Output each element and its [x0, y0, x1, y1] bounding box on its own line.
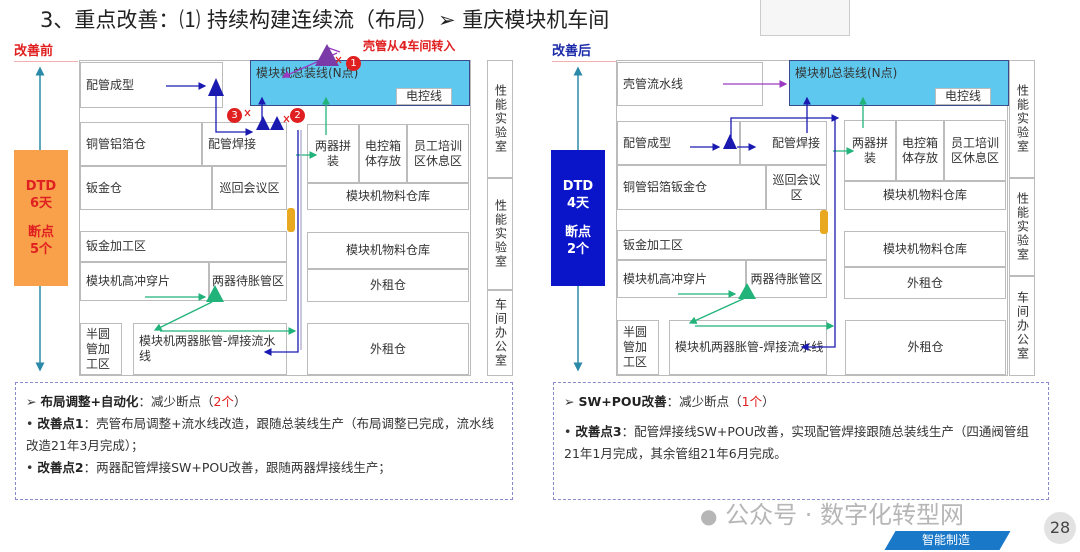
- note-breakpoint-count: 2个: [213, 394, 234, 409]
- transfer-note: 壳管从4车间转入: [363, 39, 456, 53]
- presenter-illustration: [760, 0, 850, 36]
- area-lab-2: 性能实验室: [487, 178, 513, 290]
- marker-3: 3: [227, 108, 242, 123]
- area-cu-sheet-store: 铜管铝箔钣金仓: [617, 165, 766, 210]
- area-sheet-processing: 钣金加工区: [617, 230, 827, 260]
- area-expand-line: 模块机两器胀管-焊接流水线: [669, 320, 827, 375]
- after-label: 改善后: [552, 40, 616, 62]
- note-point-2: • 改善点2：两器配管焊接SW+POU改善，跟随两器焊接线生产；: [26, 460, 391, 475]
- dtd-days: 4天: [566, 196, 590, 211]
- area-office: 车间办公室: [487, 290, 513, 376]
- area-rent-2: 外租仓: [845, 320, 1006, 375]
- area-pipe-welding: 配管焊接: [740, 121, 827, 165]
- area-ec-box: 电控箱体存放: [359, 124, 407, 183]
- watermark: ● 公众号 · 数字化转型网: [700, 501, 964, 529]
- note-heading: ➢ 布局调整+自动化：减少断点（2个）: [26, 391, 502, 413]
- area-rent-1: 外租仓: [844, 267, 1006, 299]
- area-rent-1: 外租仓: [307, 269, 469, 302]
- point-label: 改善点3: [575, 424, 622, 439]
- area-staff: 员工培训区休息区: [944, 120, 1006, 181]
- area-pipe-forming: 配管成型: [80, 62, 223, 108]
- dtd-days: 6天: [29, 196, 53, 211]
- area-pipe-forming: 配管成型: [617, 121, 740, 165]
- area-ec-line: 电控线: [396, 88, 452, 105]
- before-notes: ➢ 布局调整+自动化：减少断点（2个） • 改善点1：壳管布局调整+流水线改造，…: [15, 382, 513, 500]
- forklift-icon: [287, 208, 295, 232]
- watermark-text: 公众号 · 数字化转型网: [725, 501, 964, 529]
- marker-1: 1: [346, 56, 361, 71]
- breakpoint-count: 2个: [566, 242, 590, 257]
- note-heading-end: ）: [762, 394, 775, 409]
- area-half-tube: 半圆管加工区: [80, 323, 122, 375]
- area-material-1: 模块机物料仓库: [844, 181, 1006, 210]
- after-dtd-box: DTD 4天 断点 2个: [551, 150, 605, 286]
- area-sheet-processing: 钣金加工区: [80, 231, 287, 262]
- dtd-label: DTD: [562, 179, 594, 194]
- before-flow-arrows: [145, 46, 341, 356]
- area-half-tube: 半圆管加工区: [617, 320, 659, 375]
- point-text: ：壳管布局调整+流水线改造，跟随总装线生产（布局调整已完成，流水线改造21年3月…: [26, 416, 495, 453]
- note-heading: ➢ SW+POU改善：减少断点（1个）: [564, 391, 1038, 413]
- note-heading-bold: SW+POU改善: [578, 394, 667, 409]
- after-notes: ➢ SW+POU改善：减少断点（1个） • 改善点3：配管焊接线SW+POU改善…: [553, 382, 1049, 500]
- area-ec-box: 电控箱体存放: [896, 120, 944, 181]
- area-rent-2: 外租仓: [307, 323, 469, 375]
- before-label: 改善前: [14, 40, 78, 62]
- area-office: 车间办公室: [1009, 276, 1035, 376]
- area-punch: 模块机高冲穿片: [617, 260, 746, 298]
- note-point-3: • 改善点3：配管焊接线SW+POU改善，实现配管焊接跟随总装线生产（四通阀管组…: [564, 424, 1029, 461]
- wechat-icon: ●: [700, 504, 718, 528]
- area-wait: 两器待胀管区: [209, 262, 287, 301]
- page-title: 3、重点改善：⑴ 持续构建连续流（布局）➢ 重庆模块机车间: [40, 8, 610, 32]
- note-heading-text: ：减少断点（: [666, 394, 742, 409]
- point-label: 改善点1: [37, 416, 84, 431]
- point-label: 改善点2: [37, 460, 84, 475]
- area-copper-store: 铜管铝箔仓: [80, 122, 202, 166]
- area-lab-1: 性能实验室: [1009, 60, 1035, 178]
- area-meeting: 巡回会议区: [766, 165, 827, 210]
- area-material-2: 模块机物料仓库: [844, 231, 1006, 267]
- area-sheet-store: 钣金仓: [80, 166, 212, 210]
- arrow-bullet-icon: ➢: [26, 394, 41, 409]
- after-flow-arrows: [678, 80, 867, 351]
- page-number: 28: [1044, 512, 1076, 544]
- point-text: ：配管焊接线SW+POU改善，实现配管焊接跟随总装线生产（四通阀管组21年1月完…: [564, 424, 1029, 461]
- area-material-1: 模块机物料仓库: [307, 183, 469, 210]
- arrow-bullet-icon: ➢: [564, 394, 579, 409]
- x-mark-icon: [244, 56, 342, 123]
- note-heading-bold: 布局调整+自动化: [40, 394, 139, 409]
- point-text: ：两器配管焊接SW+POU改善，跟随两器焊接线生产；: [83, 460, 391, 475]
- breakpoint-label: 断点: [27, 225, 54, 240]
- breakpoint-label: 断点: [564, 225, 591, 240]
- before-dtd-box: DTD 6天 断点 5个: [14, 150, 68, 286]
- note-breakpoint-count: 1个: [741, 394, 763, 409]
- inventory-triangle-icon: [723, 134, 756, 299]
- area-ec-line: 电控线: [935, 88, 991, 105]
- area-material-2: 模块机物料仓库: [307, 232, 469, 269]
- area-lab-1: 性能实验室: [487, 60, 513, 178]
- marker-2: 2: [290, 108, 305, 123]
- note-point-1: • 改善点1：壳管布局调整+流水线改造，跟随总装线生产（布局调整已完成，流水线改…: [26, 416, 495, 453]
- area-staff: 员工培训区休息区: [407, 124, 469, 183]
- footer-tag: 智能制造: [922, 533, 971, 547]
- area-assembly-line: 模块机总装线(N点): [250, 60, 470, 106]
- area-two-assembly: 两器拼装: [307, 124, 359, 183]
- breakpoint-count: 5个: [29, 242, 53, 257]
- area-wait: 两器待胀管区: [746, 260, 827, 298]
- note-heading-end: ）: [233, 394, 247, 409]
- area-meeting: 巡回会议区: [212, 166, 287, 210]
- dtd-label: DTD: [25, 179, 57, 194]
- inventory-triangle-icon: [206, 44, 339, 302]
- area-lab-2: 性能实验室: [1009, 178, 1035, 276]
- forklift-icon: [820, 210, 828, 234]
- area-punch: 模块机高冲穿片: [80, 262, 209, 301]
- area-expand-line: 模块机两器胀管-焊接流水线: [133, 323, 287, 375]
- note-heading-text: ：减少断点（: [138, 394, 214, 409]
